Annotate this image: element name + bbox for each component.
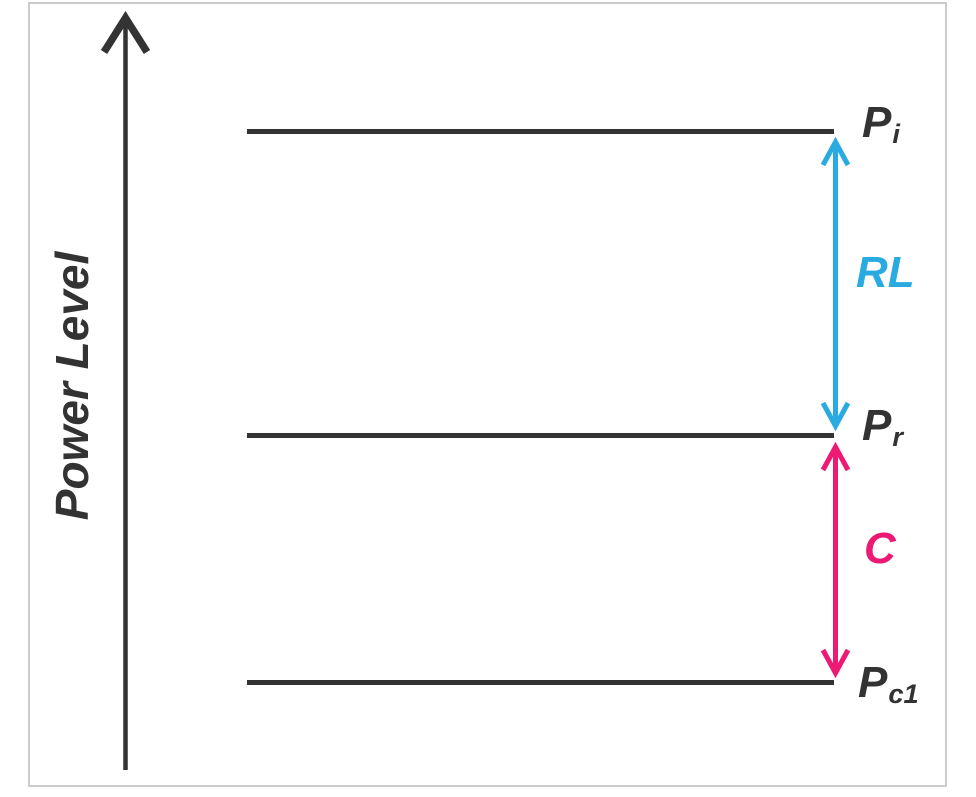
level-label-pc1: Pc1 [858,658,919,708]
interval-label-c: C [864,524,896,573]
level-label-pr: Pr [862,401,903,451]
y-axis-label: Power Level [46,251,98,521]
level-label-pr-main: P [862,401,892,450]
c-arrowhead-down-icon [820,648,851,679]
level-label-pr-sub: r [892,421,903,452]
level-label-pi-main: P [862,98,892,147]
level-label-pi-sub: i [892,118,900,149]
level-label-pi: Pi [862,98,900,148]
rl-arrowhead-down-icon [820,401,851,432]
level-label-pc1-main: P [858,658,888,707]
interval-label-rl: RL [856,248,915,297]
rl-double-arrow [820,136,851,432]
c-arrowhead-up-icon [820,441,851,472]
c-double-arrow [820,441,851,679]
rl-arrowhead-up-icon [820,136,851,167]
level-label-pc1-sub: c1 [888,678,919,709]
axis-arrowhead-icon [100,10,151,55]
